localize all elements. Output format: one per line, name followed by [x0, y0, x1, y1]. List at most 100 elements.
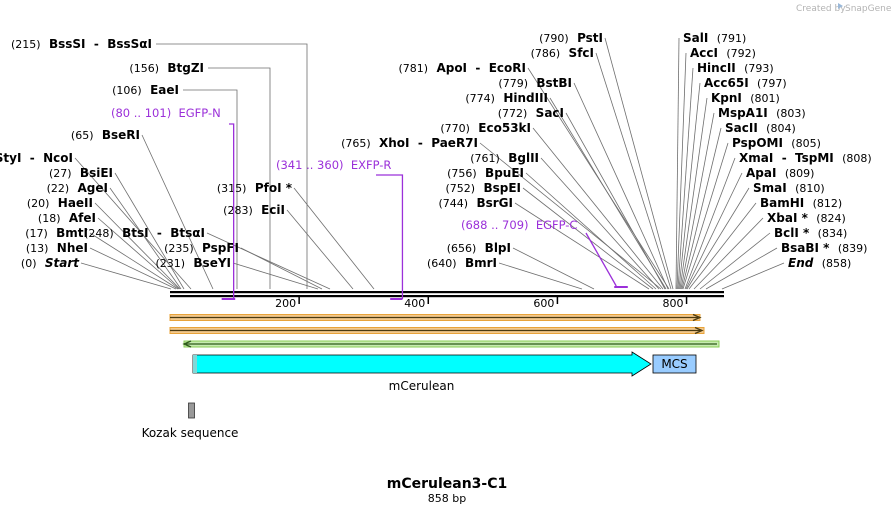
site-sali[interactable]: SalI (791): [683, 31, 746, 45]
site-bamhi[interactable]: BamHI (812): [760, 196, 842, 210]
site-afei[interactable]: (18) AfeI: [38, 211, 96, 225]
site-leader: [680, 112, 715, 290]
site-bsrgi[interactable]: (744) BsrGI: [439, 196, 513, 210]
site-leader: [678, 82, 701, 290]
site-leader: [114, 172, 185, 290]
site-agei[interactable]: (22) AgeI: [47, 181, 108, 195]
site-leader: [705, 247, 778, 290]
tick-label: 200: [275, 297, 296, 310]
site-name-text: Start: [45, 256, 80, 270]
site-name-text: HindIII: [503, 91, 548, 105]
site-eco53ki[interactable]: (770) Eco53kI: [440, 121, 531, 135]
site-leader: [89, 232, 179, 290]
mcerulean-start-codon: [193, 355, 197, 373]
site-bpuei[interactable]: (756) BpuEI: [447, 166, 524, 180]
site-eaei[interactable]: (106) EaeI: [112, 83, 179, 97]
site-psti[interactable]: (790) PstI: [539, 31, 603, 45]
site-sacii[interactable]: SacII (804): [725, 121, 796, 135]
site-leader: [89, 247, 177, 290]
site-label: (0) Start: [21, 256, 80, 270]
site-leader: [286, 209, 354, 290]
site-bspei[interactable]: (752) BspEI: [446, 181, 522, 195]
site-bsabi[interactable]: BsaBI * (839): [781, 241, 867, 255]
feature-label-mcerulean: mCerulean: [389, 379, 455, 393]
site-leader: [522, 187, 654, 290]
site-label: (283) EciI: [223, 203, 285, 217]
site-leader: [679, 97, 708, 290]
site-pos-text: (786): [531, 47, 561, 60]
site-pos-text: (18): [38, 212, 61, 225]
site-leader: [479, 142, 662, 290]
site-label: Acc65I (797): [704, 76, 787, 90]
site-name-text: EaeI: [150, 83, 179, 97]
site-label: (33) StyI - NcoI: [0, 151, 73, 165]
site-label: (156) BtgZI: [129, 61, 204, 75]
site-label: KpnI (801): [711, 91, 780, 105]
brand-logo: Created by SnapGene: [796, 3, 892, 14]
site-sfci[interactable]: (786) SfcI: [531, 46, 594, 60]
sequence-backbone: [170, 291, 724, 298]
site-acc65i[interactable]: Acc65I (797): [704, 76, 787, 90]
site-bseri[interactable]: (65) BseRI: [71, 128, 140, 142]
site-label: (17) BmtI: [25, 226, 88, 240]
site-hincii[interactable]: HincII (793): [697, 61, 774, 75]
site-pos-text: (824): [816, 212, 846, 225]
site-bcli[interactable]: BclI * (834): [774, 226, 847, 240]
site-pspomi[interactable]: PspOMI (805): [732, 136, 821, 150]
primer-egfp-c[interactable]: (688 .. 709) EGFP-C: [461, 218, 628, 288]
site-bstbi[interactable]: (779) BstBI: [498, 76, 572, 90]
site-bsssi[interactable]: (215) BssSI - BssSαI: [11, 37, 152, 51]
site-xhoi[interactable]: (765) XhoI - PaeR7I: [341, 136, 478, 150]
site-name-text: BssSI: [49, 37, 86, 51]
site-start[interactable]: (0) Start: [21, 256, 80, 270]
primer-egfp-n[interactable]: (80 .. 101) EGFP-N: [111, 106, 236, 300]
site-bseyi[interactable]: (231) BseYI: [155, 256, 231, 270]
site-hindiii[interactable]: (774) HindIII: [465, 91, 548, 105]
primer-range: (341 .. 360): [276, 158, 344, 172]
site-leader: [677, 67, 694, 290]
site-name-text: BstBI: [536, 76, 572, 90]
site-blpi[interactable]: (656) BlpI: [447, 241, 511, 255]
site-nhei[interactable]: (13) NheI: [26, 241, 88, 255]
site-btgzi[interactable]: (156) BtgZI: [129, 61, 204, 75]
site-saci[interactable]: (772) SacI: [498, 106, 564, 120]
site-name-text: BclI *: [774, 226, 810, 240]
site-xbai[interactable]: XbaI * (824): [767, 211, 846, 225]
site-leader: [498, 262, 583, 290]
site-apoi[interactable]: (781) ApoI - EcoRI: [398, 61, 526, 75]
site-haeii[interactable]: (20) HaeII: [27, 196, 93, 210]
site-leader: [686, 187, 750, 290]
site-smai[interactable]: SmaI (810): [753, 181, 825, 195]
site-label: MspA1I (803): [718, 106, 806, 120]
site-mspa1i[interactable]: MspA1I (803): [718, 106, 806, 120]
site-label: (779) BstBI: [498, 76, 572, 90]
site-leader: [183, 89, 238, 289]
site-bmri[interactable]: (640) BmrI: [427, 256, 497, 270]
site-pspfi[interactable]: (235) PspFI: [164, 241, 239, 255]
site-end[interactable]: End (858): [788, 256, 851, 270]
site-ecii[interactable]: (283) EciI: [223, 203, 285, 217]
site-kpni[interactable]: KpnI (801): [711, 91, 780, 105]
site-leader: [684, 157, 736, 290]
site-bglii[interactable]: (761) BglII: [470, 151, 539, 165]
snapgene-icon: [838, 3, 843, 9]
site-styi[interactable]: (33) StyI - NcoI: [0, 151, 73, 165]
backbone-bottom-strand: [170, 295, 724, 298]
site-leader: [675, 37, 680, 290]
site-pos-text: (315): [217, 182, 247, 195]
site-btsi[interactable]: (248) BtsI - BtsαI: [84, 226, 205, 240]
site-apai[interactable]: ApaI (809): [746, 166, 814, 180]
site-bsiei[interactable]: (27) BsiEI: [49, 166, 113, 180]
site-xmai[interactable]: XmaI - TspMI (808): [739, 151, 872, 165]
site-pfoi[interactable]: (315) PfoI *: [217, 181, 293, 195]
site-pos-text: (17): [25, 227, 48, 240]
primer-exfp-r[interactable]: (341 .. 360) EXFP-R: [276, 158, 404, 300]
site-bmti[interactable]: (17) BmtI: [25, 226, 88, 240]
site-name-text: PfoI *: [255, 181, 293, 195]
site-acci[interactable]: AccI (792): [690, 46, 756, 60]
site-name-text: MspA1I: [718, 106, 768, 120]
site-name-text: BlpI: [485, 241, 511, 255]
site-leader: [525, 172, 657, 290]
kozak-box: [188, 402, 195, 419]
